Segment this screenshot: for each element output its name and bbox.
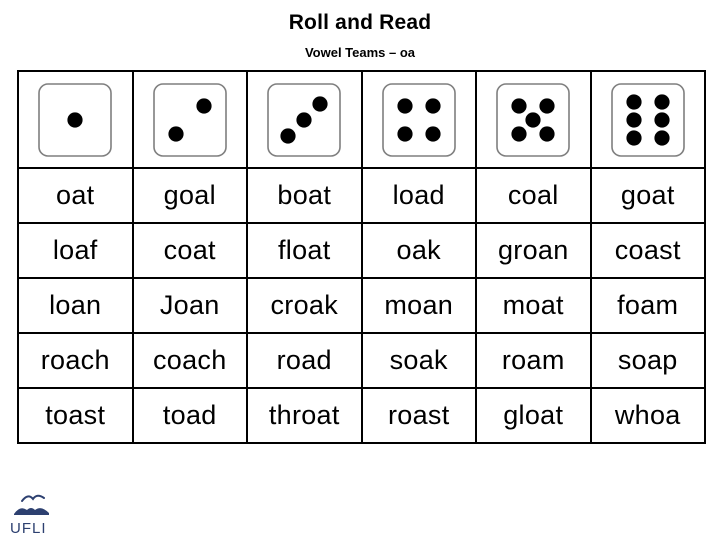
word-cell: load	[360, 167, 477, 224]
die-cell	[17, 70, 134, 169]
word-cell: goal	[131, 167, 248, 224]
word-cell: goat	[589, 167, 706, 224]
word-cell: soap	[589, 332, 706, 389]
logo-text: UFLI	[10, 520, 47, 537]
die-2-icon	[152, 82, 227, 157]
word-cell: coat	[131, 222, 248, 279]
word-cell: roast	[360, 387, 477, 444]
word-cell: oat	[17, 167, 134, 224]
bird-logo-icon	[14, 494, 49, 515]
word-cell: moan	[360, 277, 477, 334]
die-1-icon	[38, 82, 113, 157]
word-cell: float	[246, 222, 363, 279]
die-cell	[246, 70, 363, 169]
word-cell: roam	[475, 332, 592, 389]
die-cell	[475, 70, 592, 169]
word-cell: throat	[246, 387, 363, 444]
die-3-icon	[267, 82, 342, 157]
die-4-icon	[381, 82, 456, 157]
word-cell: coast	[589, 222, 706, 279]
word-cell: toast	[17, 387, 134, 444]
die-5-icon	[496, 82, 571, 157]
word-cell: soak	[360, 332, 477, 389]
die-cell	[360, 70, 477, 169]
word-cell: whoa	[589, 387, 706, 444]
word-cell: foam	[589, 277, 706, 334]
word-cell: loaf	[17, 222, 134, 279]
word-cell: toad	[131, 387, 248, 444]
word-cell: moat	[475, 277, 592, 334]
die-6-icon	[610, 82, 685, 157]
word-cell: Joan	[131, 277, 248, 334]
word-cell: coal	[475, 167, 592, 224]
ufli-logo: UFLI	[10, 492, 62, 536]
die-cell	[589, 70, 706, 169]
die-cell	[131, 70, 248, 169]
word-cell: oak	[360, 222, 477, 279]
page-subtitle: Vowel Teams – oa	[304, 45, 416, 60]
word-cell: roach	[17, 332, 134, 389]
word-cell: boat	[246, 167, 363, 224]
dice-header-row	[17, 70, 706, 169]
word-cell: coach	[131, 332, 248, 389]
word-cell: gloat	[475, 387, 592, 444]
page-title: Roll and Read	[288, 11, 432, 34]
word-cell: croak	[246, 277, 363, 334]
word-cell: groan	[475, 222, 592, 279]
word-cell: loan	[17, 277, 134, 334]
word-cell: road	[246, 332, 363, 389]
